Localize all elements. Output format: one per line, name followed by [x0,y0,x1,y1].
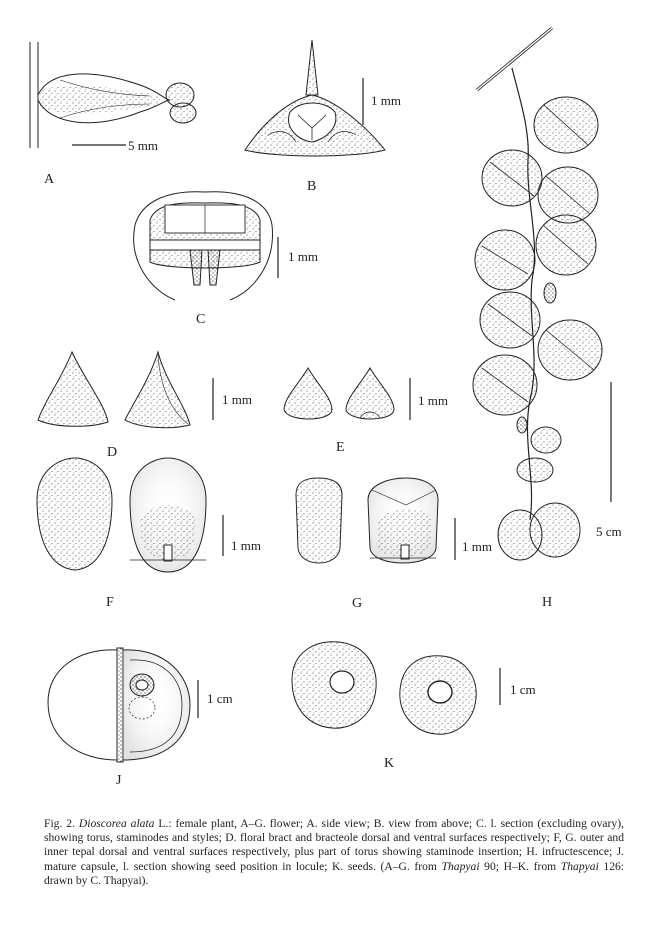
panel-a-label: A [44,172,55,187]
caption-body-1: : female plant, A–G. flower; A. side vie… [44,817,624,873]
panel-c-drawing [133,191,279,301]
panel-k-scale: 1 cm [510,682,536,697]
panel-j-label: J [116,773,122,788]
panel-c-label: C [196,312,206,327]
panel-k-drawing [291,641,501,735]
panel-k-label: K [384,756,395,771]
caption-collector-2: Thapyai [560,859,599,873]
panel-d-drawing [37,350,214,429]
panel-e-drawing [283,367,411,420]
panel-d-label: D [107,445,118,460]
panel-g-label: G [352,596,363,611]
botanical-illustration [29,26,612,763]
panel-h-label: H [542,595,553,610]
panel-f-drawing [36,457,224,573]
panel-j-scale: 1 cm [207,691,233,706]
panel-f-label: F [106,595,114,610]
panel-j-drawing [47,647,199,763]
panel-a-scale: 5 mm [128,138,158,153]
panel-h-drawing [472,26,612,561]
panel-c-scale: 1 mm [288,249,318,264]
panel-f-scale: 1 mm [231,538,261,553]
caption-authority: L. [158,817,169,830]
panel-g-scale: 1 mm [462,539,492,554]
caption-body-2: 90; H–K. from [479,859,561,873]
caption-fig-number: Fig. 2. [44,817,75,830]
panel-b-label: B [307,179,317,194]
figure-caption: Fig. 2. Dioscorea alata L.: female plant… [44,817,624,888]
panel-h-scale: 5 cm [596,524,622,539]
caption-collector-1: Thapyai [441,859,480,873]
panel-e-label: E [336,440,345,455]
caption-species: Dioscorea alata [78,817,155,830]
panel-g-drawing [295,477,456,564]
panel-e-scale: 1 mm [418,393,448,408]
panel-b-drawing [244,39,386,157]
panel-a-drawing [29,42,197,148]
caption-body-3: 126: drawn by C. Thapyai). [44,859,625,887]
panel-b-scale: 1 mm [371,93,401,108]
panel-d-scale: 1 mm [222,392,252,407]
